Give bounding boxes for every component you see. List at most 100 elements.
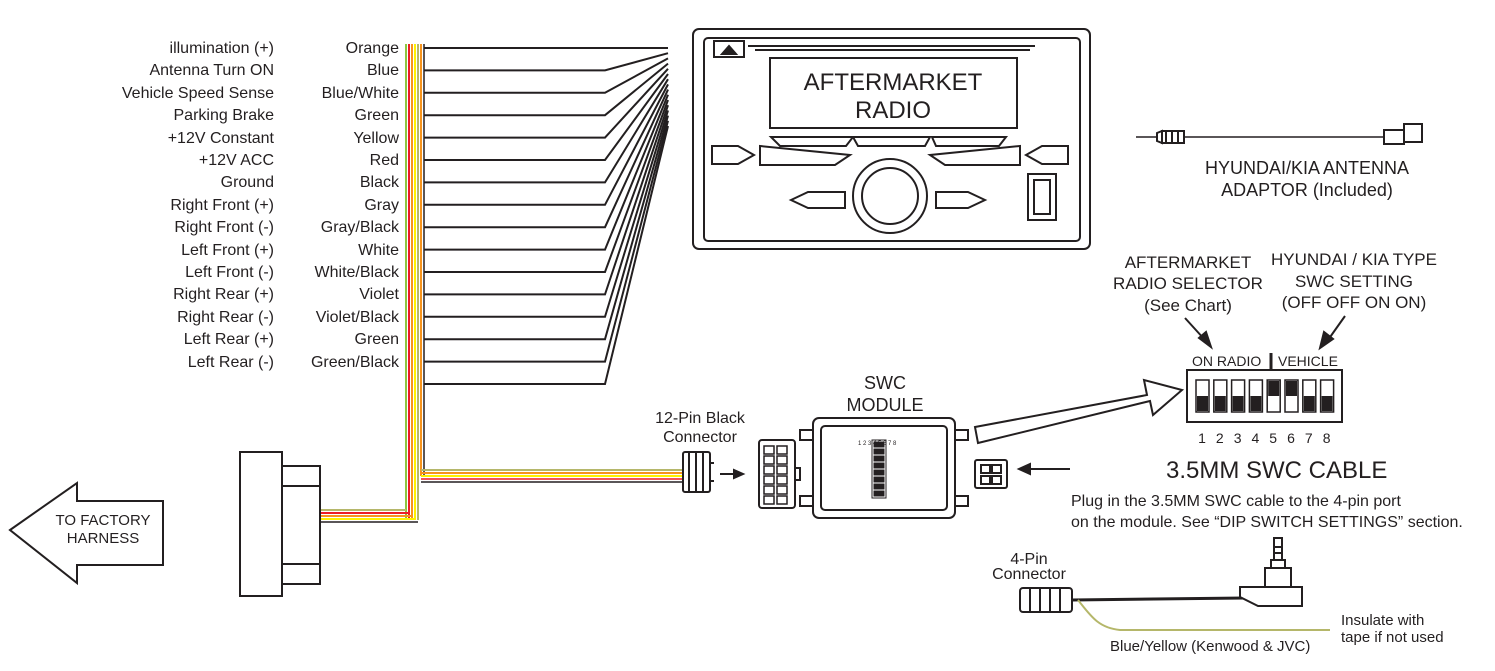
fan-wire (424, 125, 669, 385)
twelve-pin-socket (758, 439, 801, 509)
dip-number: 3 (1233, 430, 1242, 446)
function-label: illumination (+) (169, 40, 274, 57)
wire-color-label: Blue/White (321, 84, 399, 102)
wire-color-label: White/Black (314, 264, 399, 281)
wire-color-label: Violet (359, 286, 399, 304)
dip-switch-knob (1197, 396, 1208, 411)
selector-label-3: (See Chart) (1144, 296, 1232, 315)
dip-switch-knob (1250, 396, 1262, 411)
function-label: Left Rear (+) (183, 331, 274, 349)
module-bundle (421, 469, 683, 483)
factory-label-2: HARNESS (66, 530, 140, 547)
wire-color-label: Green/Black (310, 353, 399, 371)
wire-color-label: Blue (366, 62, 399, 80)
function-label: Parking Brake (173, 107, 275, 125)
fan-wire (424, 73, 669, 161)
wire-color-label: Gray (364, 196, 399, 214)
swc-type-label-3: (OFF OFF ON ON) (1281, 293, 1427, 312)
factory-harness-arrow (8, 481, 164, 586)
plug-note-1: Plug in the 3.5MM SWC cable to the 4-pin… (1071, 493, 1401, 510)
fan-wire (424, 120, 669, 363)
wire-color-label: Yellow (353, 129, 399, 147)
four-pin-port (974, 459, 1008, 489)
function-label: Right Rear (-) (177, 308, 274, 326)
dip-number: 7 (1304, 430, 1313, 446)
dip-number: 8 (1322, 430, 1331, 446)
function-label: Right Front (+) (170, 196, 274, 214)
function-label: +12V Constant (167, 129, 274, 147)
module-label-1: SWC (864, 373, 906, 393)
wire-color-label: White (358, 241, 399, 259)
radio-label-1: AFTERMARKET (804, 69, 983, 96)
fan-wire (424, 52, 669, 72)
function-label: Vehicle Speed Sense (121, 84, 274, 102)
swc-cable (1019, 537, 1330, 631)
fan-wire (424, 57, 669, 94)
insulate-label-1: Insulate with (1341, 612, 1425, 629)
function-label: Left Front (-) (185, 264, 274, 281)
connector12-label-1: 12-Pin Black (655, 410, 745, 427)
radio-label-2: RADIO (855, 97, 931, 124)
svg-text:1 2 3 4 5 6 7 8: 1 2 3 4 5 6 7 8 (858, 441, 897, 447)
connector4-label-1: 4-Pin (1010, 551, 1048, 568)
fan-wire (424, 104, 669, 296)
antenna-adaptor (1136, 123, 1423, 145)
dip-switch (1186, 353, 1343, 423)
dip-label-vehicle: VEHICLE (1278, 353, 1338, 369)
fan-wire (424, 99, 669, 273)
fan-wire (424, 68, 669, 139)
twelve-pin-connector (682, 451, 714, 493)
dip-switch-knob (1303, 396, 1315, 411)
dip-pointer-arrow (973, 378, 1185, 445)
wire-color-label: Red (369, 152, 399, 169)
wire-fan (424, 47, 669, 385)
function-label: Left Front (+) (181, 241, 274, 259)
blue-yellow-label: Blue/Yellow (Kenwood & JVC) (1110, 638, 1311, 655)
factory-harness-plug (239, 451, 321, 597)
plug-note-2: on the module. See “DIP SWITCH SETTINGS”… (1071, 514, 1463, 531)
function-label: Antenna Turn ON (149, 62, 274, 80)
swc-type-label-1: HYUNDAI / KIA TYPE (1271, 250, 1437, 269)
fan-wire (424, 115, 669, 341)
harness-bundle (320, 509, 418, 523)
wire-bundle (405, 44, 425, 520)
radio-unit (692, 28, 1091, 250)
factory-label-1: TO FACTORY (55, 512, 151, 529)
connect-arrow-1 (720, 468, 746, 480)
dip-number: 1 (1198, 430, 1206, 446)
cable-title: 3.5MM SWC CABLE (1166, 457, 1388, 484)
function-label: +12V ACC (198, 152, 274, 169)
dip-switch-knob (1286, 381, 1297, 396)
dip-switch-knob (1232, 396, 1244, 411)
wire-color-label: Black (359, 174, 399, 192)
selector-arrows (1184, 315, 1346, 351)
module-label-2: MODULE (846, 395, 924, 415)
dip-number: 6 (1287, 430, 1295, 446)
dip-number: 4 (1251, 430, 1260, 446)
wire-color-label: Green (354, 331, 399, 349)
wire-color-label: Orange (345, 40, 399, 57)
fan-wire (424, 62, 669, 117)
fan-wire (424, 78, 669, 184)
fan-wire (424, 83, 669, 206)
antenna-label-1: HYUNDAI/KIA ANTENNA (1204, 158, 1410, 178)
fan-wire (424, 89, 669, 229)
wire-color-label: Gray/Black (320, 219, 399, 237)
swc-module: 1 2 3 4 5 6 7 8 (799, 417, 969, 519)
fan-wire (424, 94, 669, 251)
function-label: Ground (220, 174, 274, 192)
dip-label-on-radio: ON RADIO (1192, 353, 1262, 369)
wire-color-label: Green (354, 107, 399, 125)
connector12-label-2: Connector (663, 429, 737, 446)
wire-color-label: Violet/Black (315, 308, 399, 326)
fan-wire (424, 110, 669, 318)
dip-switch-knob (1268, 381, 1280, 396)
connect-arrow-2 (1016, 462, 1070, 476)
connector4-label-2: Connector (992, 566, 1066, 583)
function-label: Right Rear (+) (173, 286, 274, 304)
dip-number: 5 (1269, 430, 1278, 446)
antenna-label-2: ADAPTOR (Included) (1221, 180, 1393, 200)
selector-label-2: RADIO SELECTOR (1113, 274, 1263, 293)
swc-type-label-2: SWC SETTING (1294, 272, 1414, 291)
